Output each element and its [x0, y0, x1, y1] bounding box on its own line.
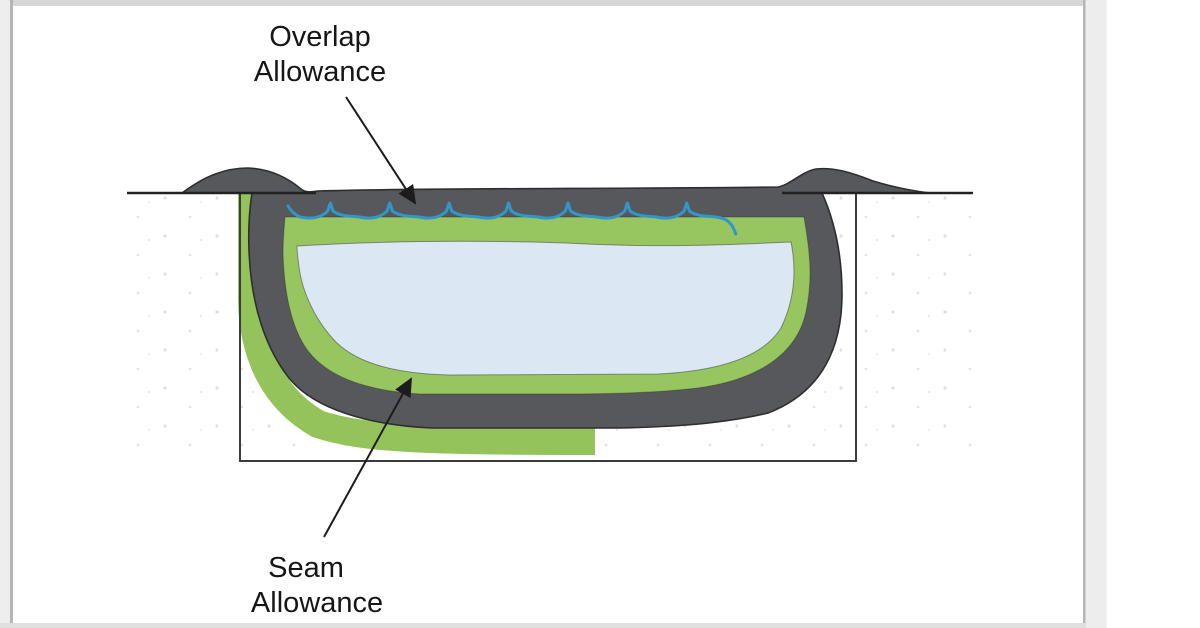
overlap-allowance-label-line2: Allowance	[254, 56, 386, 88]
bottom-edge-strip	[0, 623, 1086, 628]
water-surface-wave	[286, 201, 738, 236]
overlap-allowance-label-line1: Overlap	[269, 21, 371, 53]
right-page-edge-line	[1083, 0, 1086, 628]
top-edge-strip	[0, 0, 1086, 6]
overlap-allowance-arrow	[345, 96, 417, 205]
seam-allowance-arrow	[323, 377, 412, 538]
left-page-edge-line	[10, 0, 13, 628]
right-gutter	[1085, 0, 1107, 628]
pond-water	[296, 240, 795, 376]
seam-allowance-label-line2: Allowance	[251, 587, 383, 619]
left-gutter	[0, 0, 10, 628]
seam-allowance-label-line1: Seam	[268, 552, 344, 584]
underlayment-outer-layer	[238, 193, 596, 455]
